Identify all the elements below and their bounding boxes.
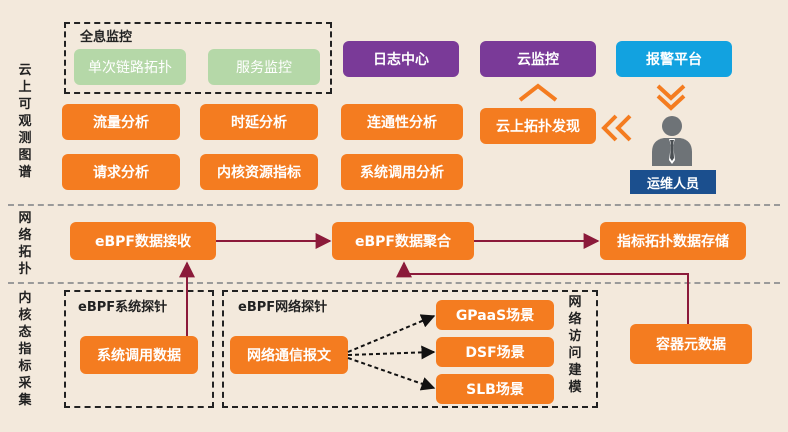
syscall-data-box[interactable]: 系统调用数据 [80, 336, 198, 374]
arrow-packets-to-gpaas [347, 314, 436, 353]
slb-scene-box[interactable]: SLB场景 [436, 374, 554, 404]
log-center-box[interactable]: 日志中心 [343, 41, 459, 77]
section-divider-top [8, 204, 780, 206]
dsf-scene-box[interactable]: DSF场景 [436, 337, 554, 367]
syscall-analysis-box[interactable]: 系统调用分析 [341, 154, 463, 190]
cloud-topology-discovery-box[interactable]: 云上拓扑发现 [480, 108, 596, 144]
arrow-packets-to-dsf [347, 345, 436, 360]
arrow-packets-to-slb [347, 357, 436, 391]
single-link-topology-box[interactable]: 单次链路拓扑 [74, 49, 186, 85]
side-label-kernel-metrics: 内核态指标采集 [18, 291, 32, 408]
request-analysis-box[interactable]: 请求分析 [62, 154, 180, 190]
chevron-up-icon [518, 83, 558, 102]
latency-analysis-box[interactable]: 时延分析 [200, 104, 318, 140]
side-label-cloud-graph: 云上可观测图谱 [18, 63, 32, 180]
container-metadata-box[interactable]: 容器元数据 [630, 324, 752, 364]
alert-platform-box[interactable]: 报警平台 [616, 41, 732, 77]
group-full-monitor [64, 22, 332, 94]
traffic-analysis-box[interactable]: 流量分析 [62, 104, 180, 140]
arrow-container-to-aggregate [396, 261, 689, 324]
group-ebpf-network-probe [222, 290, 598, 408]
cloud-monitor-box[interactable]: 云监控 [480, 41, 596, 77]
section-divider-bottom [8, 282, 780, 284]
side-label-network-topology: 网络拓扑 [18, 211, 32, 277]
ebpf-data-receive-box[interactable]: eBPF数据接收 [70, 222, 216, 260]
ops-staff-label: 运维人员 [630, 170, 716, 194]
user-icon [652, 116, 692, 166]
ebpf-data-aggregate-box[interactable]: eBPF数据聚合 [332, 222, 474, 260]
group-title-full-monitor: 全息监控 [80, 30, 133, 45]
group-ebpf-system-probe [64, 290, 214, 408]
side-label-access-modeling: 网络访问建模 [568, 295, 582, 395]
metric-topology-storage-box[interactable]: 指标拓扑数据存储 [600, 222, 746, 260]
gpaas-scene-box[interactable]: GPaaS场景 [436, 300, 554, 330]
chevron-down-icon [656, 84, 686, 111]
group-title-ebpf-system-probe: eBPF系统探针 [78, 300, 168, 315]
connectivity-analysis-box[interactable]: 连通性分析 [341, 104, 463, 140]
kernel-resource-metrics-box[interactable]: 内核资源指标 [200, 154, 318, 190]
network-comm-packets-box[interactable]: 网络通信报文 [230, 336, 348, 374]
service-monitor-box[interactable]: 服务监控 [208, 49, 320, 85]
group-title-ebpf-network-probe: eBPF网络探针 [238, 300, 328, 315]
chevron-left-icon [601, 114, 632, 142]
